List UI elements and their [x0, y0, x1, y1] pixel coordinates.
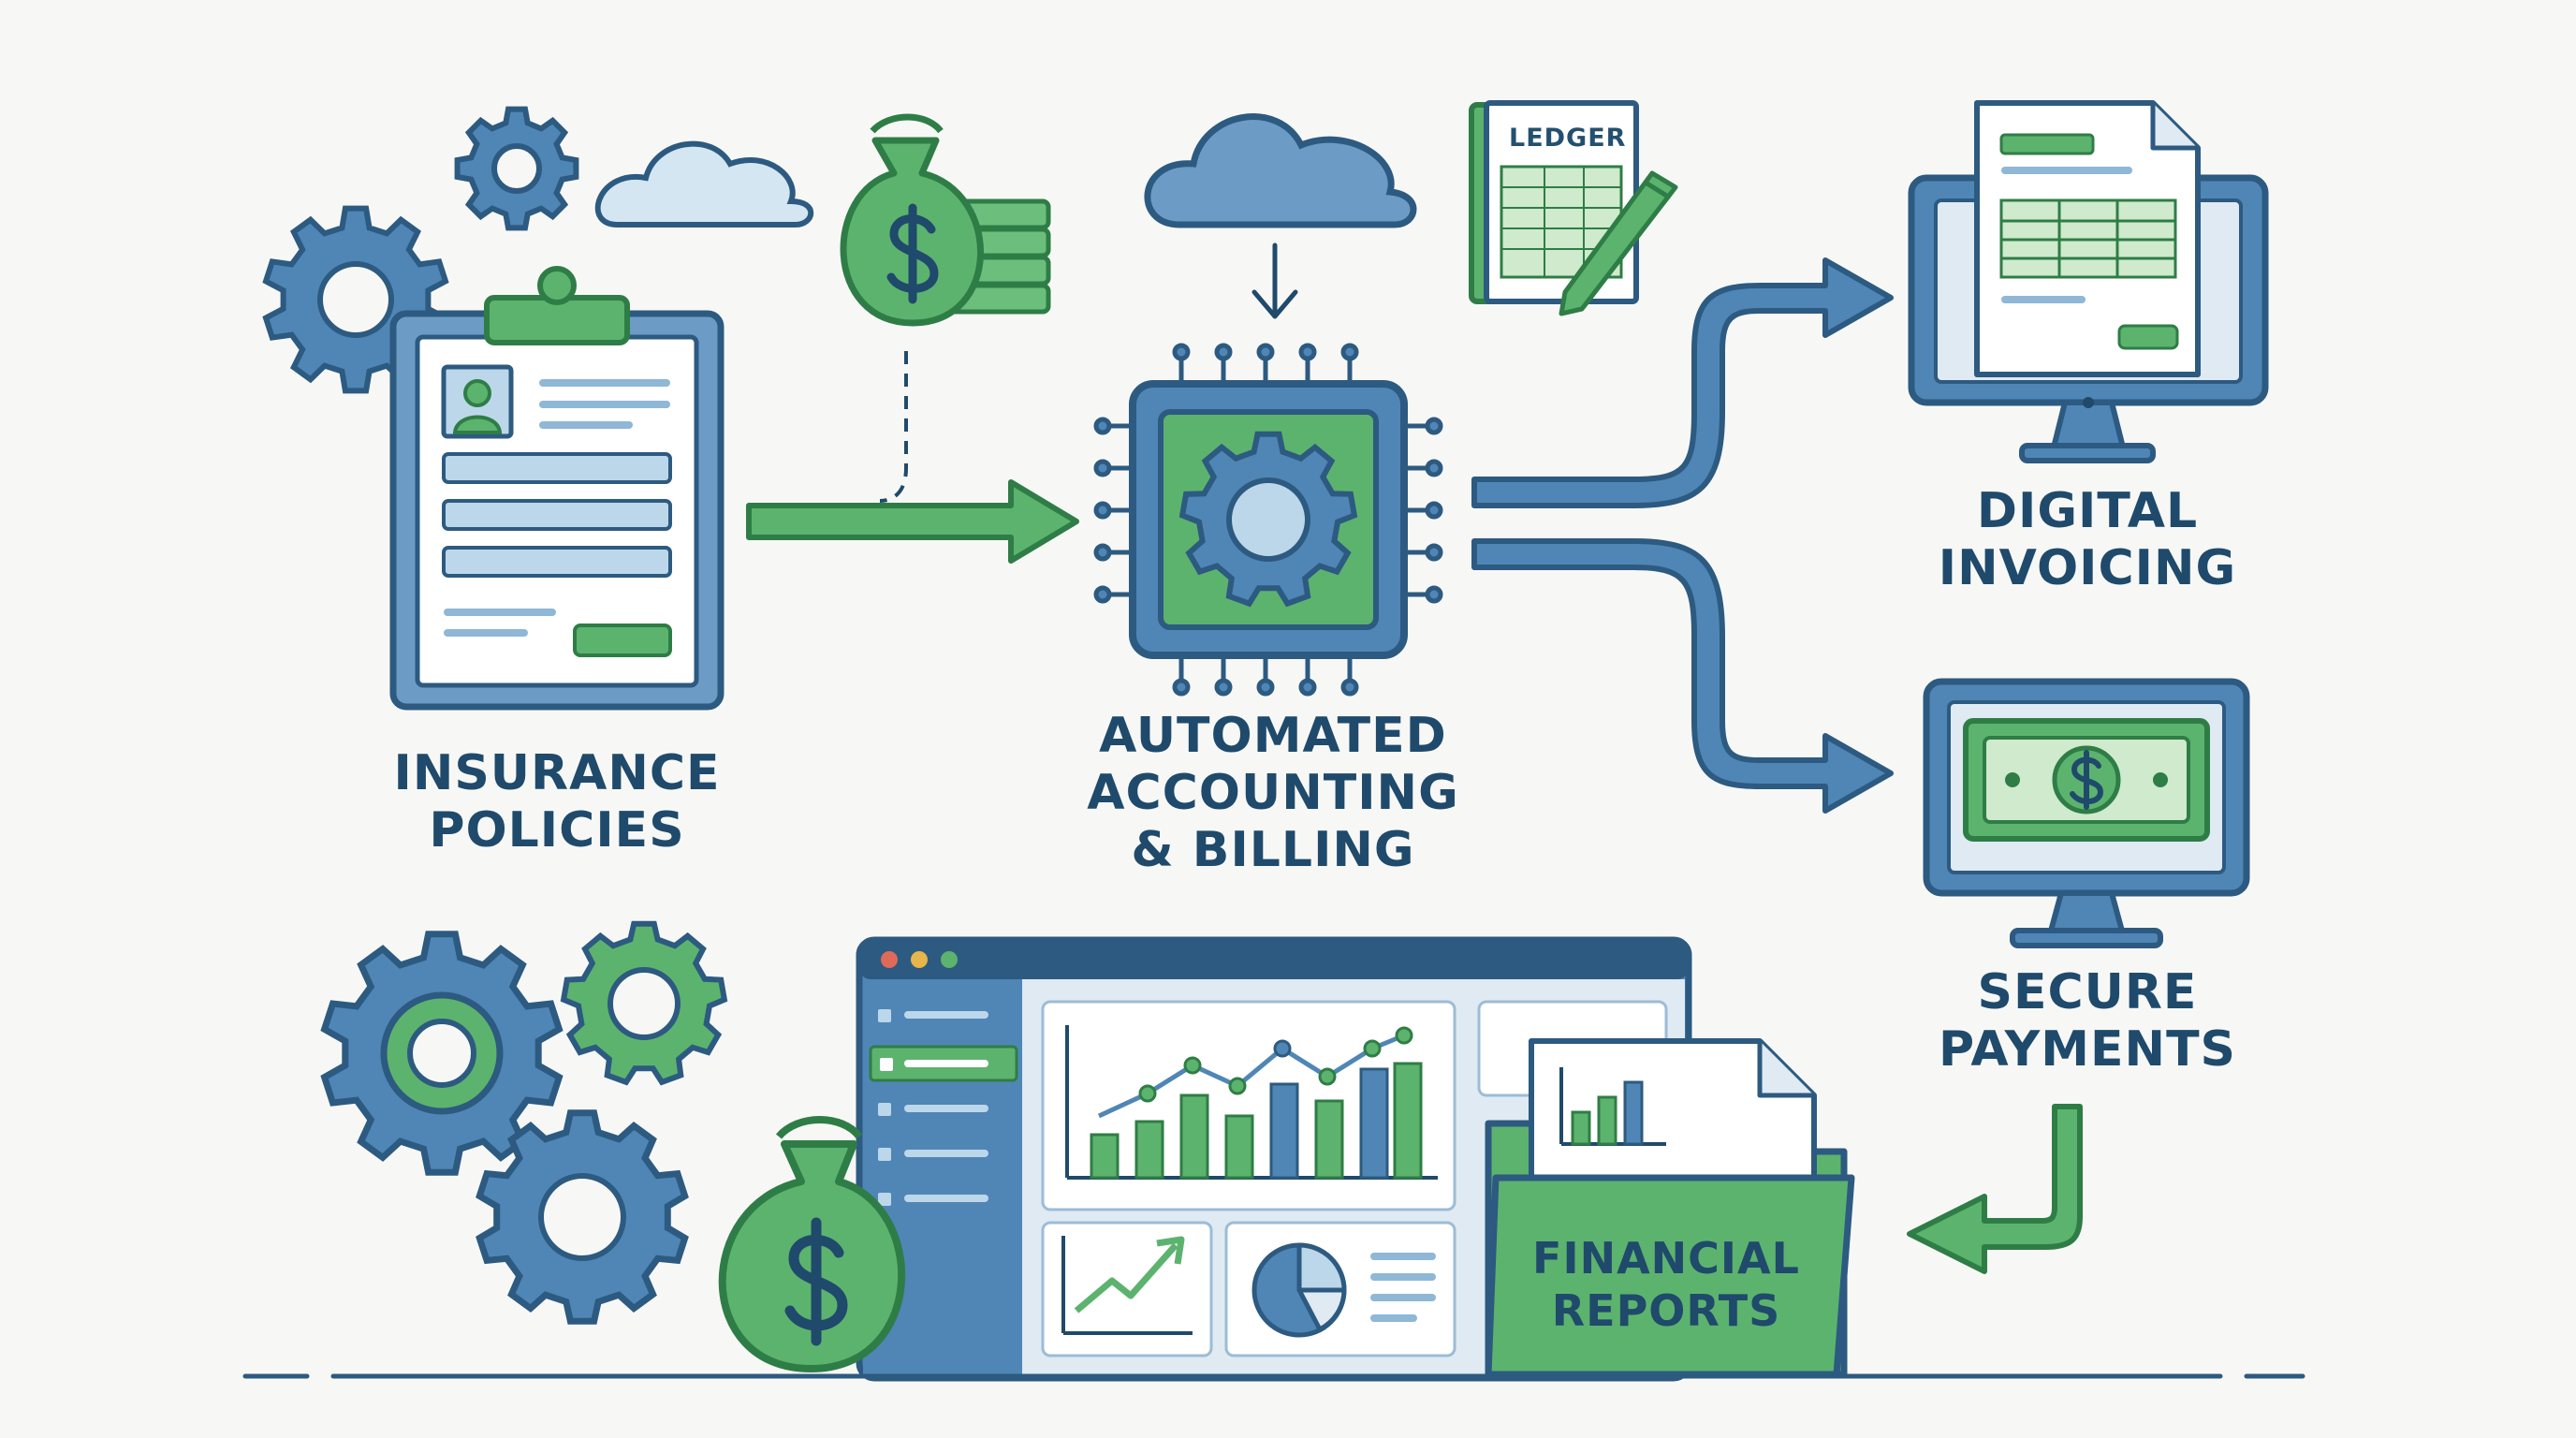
digital-invoicing-label: DIGITAL INVOICING	[1900, 483, 2275, 597]
processor-gear-icon	[1093, 343, 1443, 697]
insurance-line-1: INSURANCE	[393, 745, 721, 801]
pencil-icon	[1559, 170, 1678, 316]
secure-payments-label: SECURE PAYMENTS	[1900, 964, 2275, 1078]
chip-pin-end	[1093, 501, 1112, 520]
automation-line-1: AUTOMATED	[1099, 708, 1447, 764]
chip-pin-end	[1298, 678, 1317, 697]
arrow-icon	[1471, 538, 1894, 814]
invoicing-line-1: DIGITAL	[1976, 483, 2199, 539]
automated-accounting-label: AUTOMATED ACCOUNTING & BILLING	[1058, 708, 1488, 879]
chip-pin-end	[1256, 343, 1275, 361]
folder-report-icon	[1485, 1038, 1855, 1378]
gear-icon	[454, 106, 579, 231]
invoicing-line-2: INVOICING	[1938, 540, 2237, 596]
arrow-icon	[746, 479, 1079, 564]
clipboard-policy-icon	[389, 266, 724, 711]
chip-pin-end	[1093, 543, 1112, 562]
financial-reports-label: FINANCIAL REPORTS	[1498, 1232, 1835, 1337]
money-bag-icon	[718, 1116, 906, 1372]
chip-pin-end	[1214, 343, 1233, 361]
gear-icon	[476, 1109, 689, 1325]
chip-pin-end	[1093, 417, 1112, 435]
arrow-icon	[1907, 1104, 2083, 1274]
reports-line-1: FINANCIAL	[1532, 1233, 1800, 1284]
gear-icon	[320, 931, 564, 1176]
chip-pin-end	[1298, 343, 1317, 361]
gear-icon	[560, 920, 728, 1086]
ledger-label: LEDGER	[1509, 124, 1627, 153]
chip-pin-end	[1093, 585, 1112, 604]
payments-line-2: PAYMENTS	[1939, 1021, 2236, 1078]
chip-pin-end	[1425, 543, 1443, 562]
automation-line-3: & BILLING	[1131, 822, 1415, 878]
automation-line-2: ACCOUNTING	[1087, 765, 1459, 821]
cloud-icon	[594, 140, 814, 227]
insurance-line-2: POLICIES	[429, 802, 685, 858]
monitor-banknote-icon	[1923, 678, 2250, 948]
chip-pin-end	[1340, 678, 1359, 697]
reports-line-2: REPORTS	[1551, 1285, 1781, 1336]
chip-pin-end	[1340, 343, 1359, 361]
chip-pin-end	[1172, 678, 1191, 697]
chip-pin-end	[1425, 417, 1443, 435]
chip-pin-end	[1425, 501, 1443, 520]
chip-pin-end	[1425, 585, 1443, 604]
monitor-invoice-icon	[1908, 100, 2269, 463]
chip-pin-end	[1214, 678, 1233, 697]
money-bag-icon	[840, 113, 1051, 327]
chip-pin-end	[1172, 343, 1191, 361]
chip-pin-end	[1093, 459, 1112, 477]
chip-pin-end	[1256, 678, 1275, 697]
payments-line-1: SECURE	[1977, 964, 2198, 1020]
cloud-icon	[1144, 113, 1417, 228]
arrow-icon	[1471, 257, 1894, 508]
chip-pin-end	[1425, 459, 1443, 477]
insurance-policies-label: INSURANCE POLICIES	[370, 745, 744, 859]
